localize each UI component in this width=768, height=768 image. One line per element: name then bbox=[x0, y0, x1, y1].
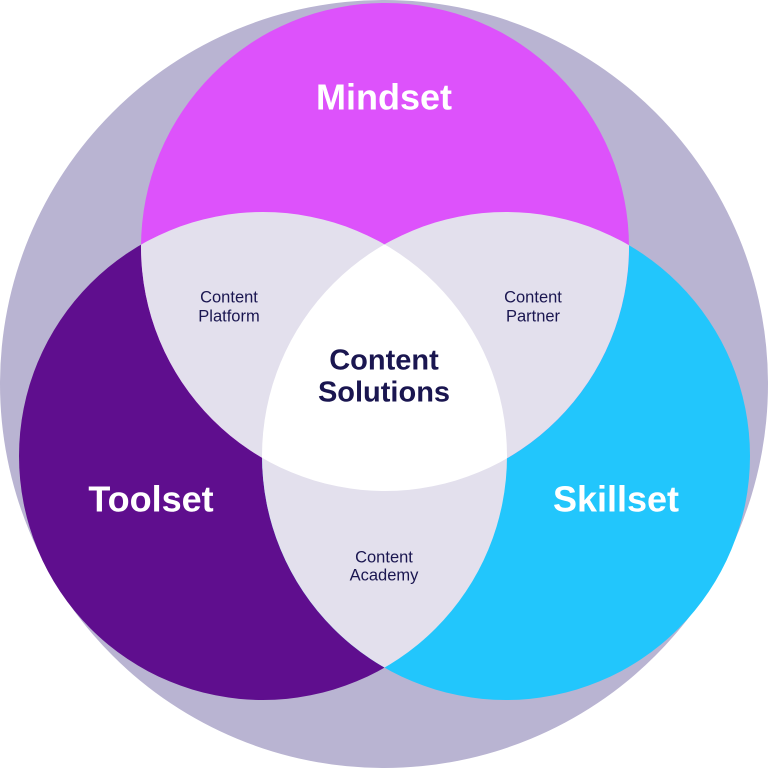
toolset-label: Toolset bbox=[88, 479, 213, 520]
content-partner-label-line1: Content bbox=[504, 288, 562, 306]
content-academy-label-line1: Content bbox=[355, 548, 413, 566]
skillset-label: Skillset bbox=[553, 479, 679, 520]
content-platform-label-line2: Platform bbox=[198, 307, 259, 325]
center-overlap bbox=[262, 212, 507, 491]
mindset-label: Mindset bbox=[316, 77, 452, 118]
content-academy-label-line2: Academy bbox=[350, 566, 420, 584]
content-partner-label-line2: Partner bbox=[506, 307, 561, 325]
content-solutions-label-line1: Content bbox=[329, 345, 439, 377]
content-platform-label-line1: Content bbox=[200, 288, 258, 306]
content-solutions-label-line2: Solutions bbox=[318, 377, 450, 409]
